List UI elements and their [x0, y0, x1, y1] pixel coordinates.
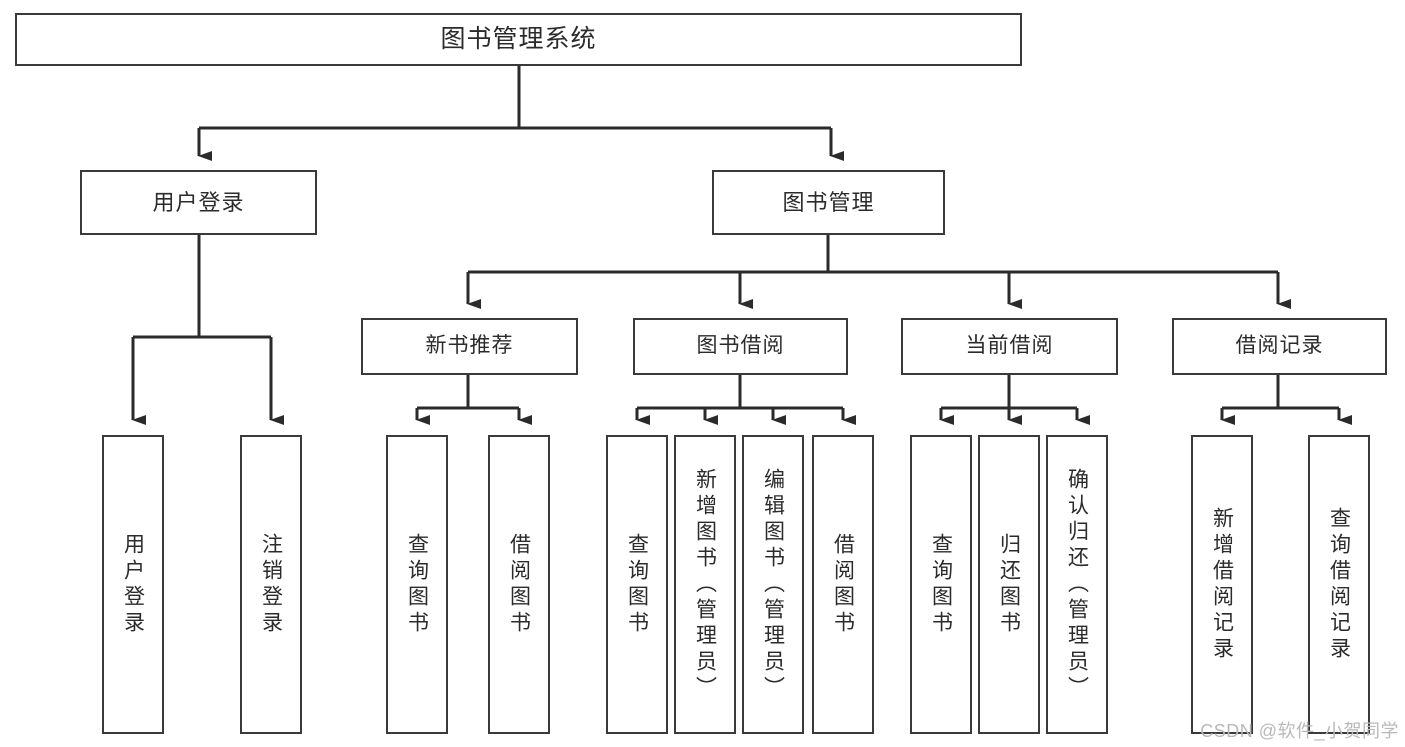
- node-user-login[interactable]: 用户登录: [80, 170, 317, 235]
- node-leaf-return-book-label: 归还图书: [997, 532, 1021, 637]
- node-leaf-confirm-return-label: 确认归还（管理员）: [1065, 467, 1089, 702]
- node-leaf-query-book-3-label: 查询图书: [929, 532, 953, 637]
- node-leaf-query-book-3[interactable]: 查询图书: [910, 435, 972, 734]
- node-leaf-borrow-book-1-label: 借阅图书: [507, 532, 531, 637]
- node-borrow-record-label: 借阅记录: [1235, 334, 1324, 358]
- node-leaf-borrow-book-2-label: 借阅图书: [831, 532, 855, 637]
- node-leaf-user-login-label: 用户登录: [121, 532, 145, 637]
- node-leaf-add-book[interactable]: 新增图书（管理员）: [674, 435, 736, 734]
- node-leaf-borrow-book-2[interactable]: 借阅图书: [812, 435, 874, 734]
- node-leaf-query-book-1-label: 查询图书: [405, 532, 429, 637]
- node-root[interactable]: 图书管理系统: [15, 13, 1022, 66]
- node-leaf-add-record-label: 新增借阅记录: [1210, 506, 1234, 663]
- node-book-borrow[interactable]: 图书借阅: [633, 318, 848, 375]
- node-leaf-borrow-book-1[interactable]: 借阅图书: [488, 435, 550, 734]
- node-leaf-return-book[interactable]: 归还图书: [978, 435, 1040, 734]
- node-new-book-recommend-label: 新书推荐: [425, 334, 514, 358]
- watermark: CSDN @软件_小贺同学: [1200, 721, 1399, 741]
- node-root-label: 图书管理系统: [440, 24, 597, 53]
- node-book-manage[interactable]: 图书管理: [712, 170, 945, 235]
- node-leaf-query-record-label: 查询借阅记录: [1327, 506, 1351, 663]
- node-current-borrow[interactable]: 当前借阅: [901, 318, 1118, 375]
- node-leaf-user-login[interactable]: 用户登录: [102, 435, 164, 734]
- node-leaf-add-book-label: 新增图书（管理员）: [693, 467, 717, 702]
- node-leaf-edit-book-label: 编辑图书（管理员）: [761, 467, 785, 702]
- node-leaf-user-logout[interactable]: 注销登录: [240, 435, 302, 734]
- node-new-book-recommend[interactable]: 新书推荐: [361, 318, 578, 375]
- node-current-borrow-label: 当前借阅: [965, 334, 1054, 358]
- node-leaf-query-book-2-label: 查询图书: [625, 532, 649, 637]
- node-leaf-add-record[interactable]: 新增借阅记录: [1191, 435, 1253, 734]
- node-book-manage-label: 图书管理: [782, 189, 875, 215]
- node-leaf-query-book-1[interactable]: 查询图书: [386, 435, 448, 734]
- node-leaf-edit-book[interactable]: 编辑图书（管理员）: [742, 435, 804, 734]
- node-borrow-record[interactable]: 借阅记录: [1172, 318, 1387, 375]
- node-leaf-confirm-return[interactable]: 确认归还（管理员）: [1046, 435, 1108, 734]
- node-user-login-label: 用户登录: [152, 189, 245, 215]
- node-leaf-query-book-2[interactable]: 查询图书: [606, 435, 668, 734]
- node-leaf-user-logout-label: 注销登录: [259, 532, 283, 637]
- node-leaf-query-record[interactable]: 查询借阅记录: [1308, 435, 1370, 734]
- node-book-borrow-label: 图书借阅: [696, 334, 785, 358]
